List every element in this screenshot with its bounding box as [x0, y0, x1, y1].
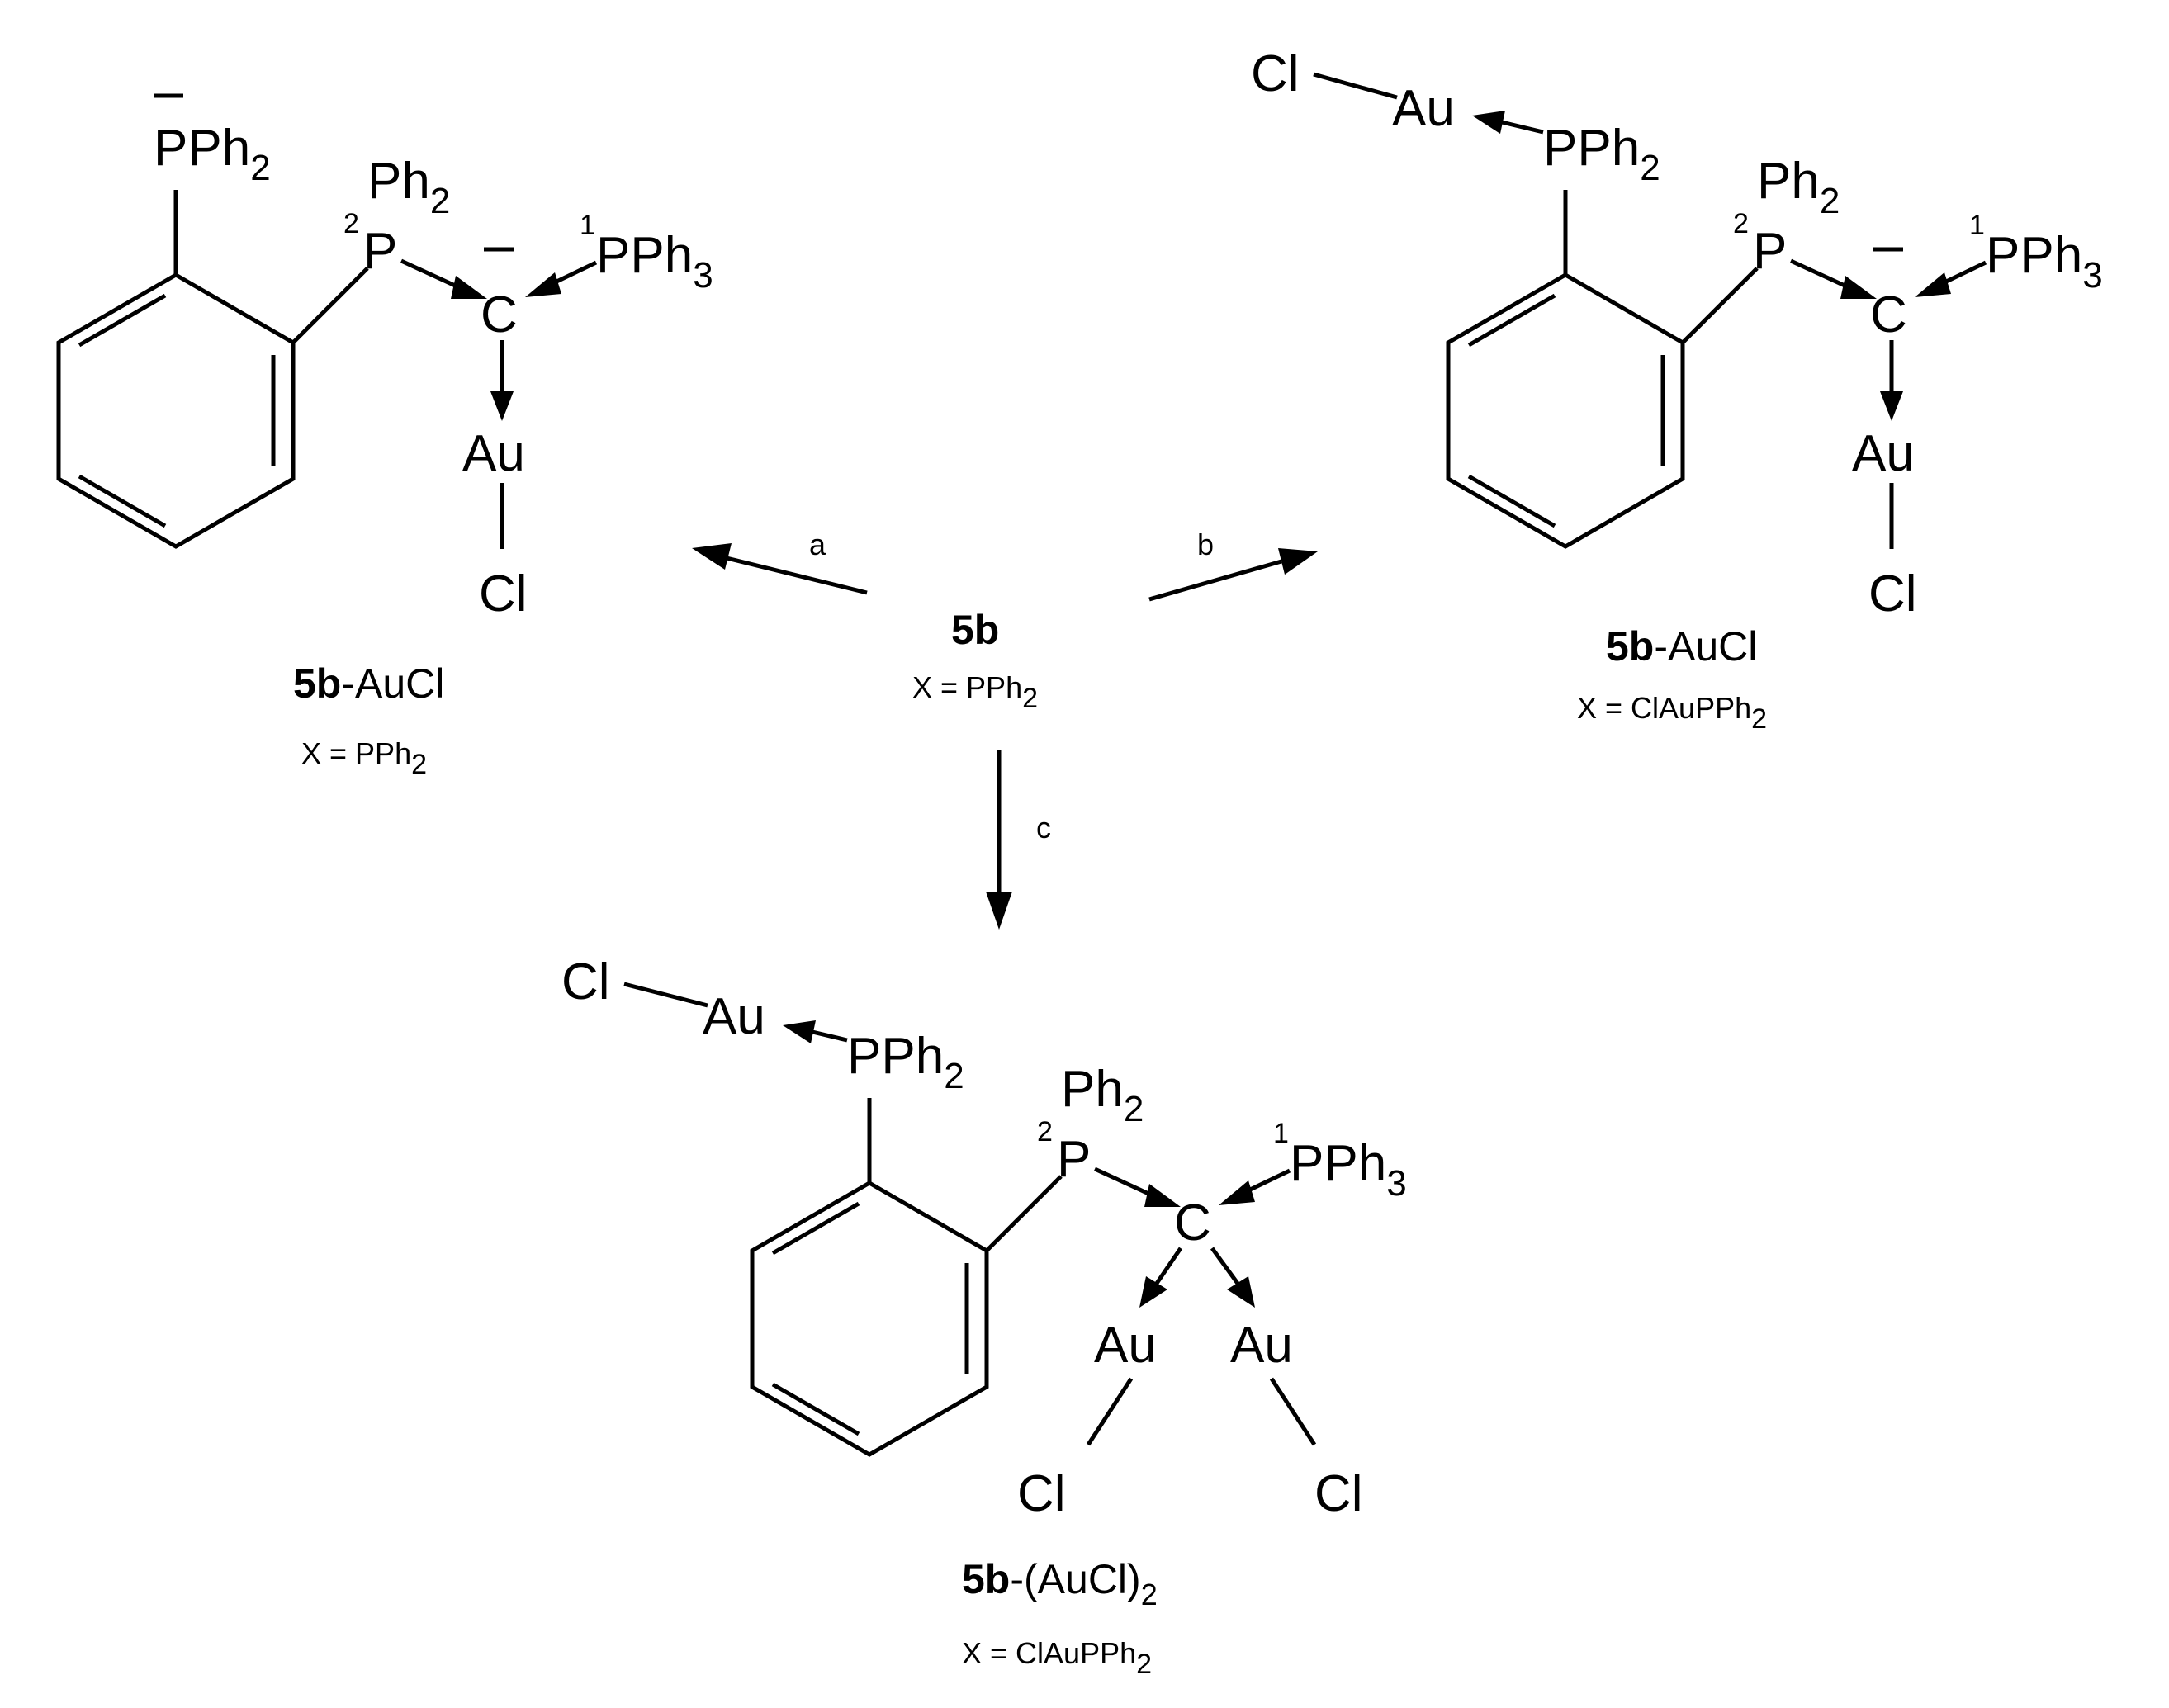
p1-locant: 1	[1273, 1118, 1289, 1149]
reaction-arrow-b: b	[1148, 528, 1318, 602]
product-b-caption: 5b-AuCl X = ClAuPPh2	[1577, 623, 1767, 735]
benzene-ring	[59, 190, 367, 546]
cl-au-bond	[1313, 72, 1398, 100]
chlorine-atom: Cl	[561, 953, 610, 1010]
compound-suffix: -AuCl	[1654, 623, 1757, 669]
p1-locant: 1	[580, 210, 595, 241]
product-c-caption: 5b-(AuCl)2 X = ClAuPPh2	[962, 1556, 1158, 1680]
dative-bond	[1789, 258, 1854, 291]
p2-locant: 2	[1733, 208, 1749, 239]
dative-bond	[1093, 1166, 1158, 1199]
pph3-label: PPh3	[1986, 227, 2103, 296]
arrowhead	[1840, 276, 1877, 299]
compound-id: 5b	[293, 660, 341, 707]
gold-atom: Au	[1392, 80, 1455, 137]
phosphine-label: PPh2	[1543, 120, 1660, 188]
reactant-id: 5b	[951, 607, 999, 653]
compound-id: 5b	[962, 1556, 1010, 1602]
arrowhead	[1880, 391, 1903, 421]
gold-atom: Au	[1230, 1317, 1293, 1374]
pph3-label: PPh3	[596, 227, 713, 296]
gold-atom: Au	[703, 988, 765, 1045]
chlorine-atom: Cl	[1868, 565, 1917, 622]
reactant-x-definition: X = PPh2	[912, 670, 1038, 714]
arrowhead	[451, 276, 487, 299]
arrowhead	[1227, 1276, 1255, 1308]
arrowhead	[1915, 272, 1951, 297]
x-definition: X = PPh2	[301, 736, 427, 780]
dative-bond	[1939, 260, 1987, 286]
product-b-structure: Cl Au PPh2 Ph2 2 P C 1 PPh3 Au Cl	[1251, 45, 2103, 622]
p2-atom: P	[1057, 1131, 1091, 1188]
product-a-caption: 5b-AuCl X = PPh2	[293, 660, 444, 780]
pph3-label: PPh3	[1290, 1135, 1407, 1204]
x-definition: X = ClAuPPh2	[962, 1636, 1152, 1680]
dative-bond	[550, 260, 598, 286]
arrowhead	[490, 391, 514, 421]
carbon-atom: C	[481, 286, 518, 343]
dative-bond	[1501, 120, 1544, 135]
p2-locant: 2	[343, 208, 359, 239]
chlorine-atom: Cl	[1251, 45, 1300, 102]
benzene-ring	[1448, 190, 1757, 546]
gold-atom: Au	[1852, 425, 1915, 482]
product-c-structure: Cl Au PPh2 Ph2 2 P C 1 PPh3 Au Cl Au Cl	[561, 953, 1407, 1522]
svg-text:5b-AuCl: 5b-AuCl	[1606, 623, 1757, 669]
dative-bond	[1210, 1247, 1241, 1286]
arrowhead	[783, 1020, 816, 1043]
chlorine-atom: Cl	[479, 565, 528, 622]
condition-a: a	[809, 528, 826, 561]
dative-bond	[812, 1029, 848, 1043]
carbon-atom: C	[1870, 286, 1907, 343]
ph2-label: Ph2	[1757, 153, 1840, 221]
arrowhead	[525, 272, 561, 297]
cl-au-bond	[623, 982, 708, 1008]
condition-c: c	[1036, 811, 1051, 845]
reaction-arrow-a: a	[692, 528, 868, 595]
product-a-structure: PPh2 Ph2 2 P C 1 PPh3 Au Cl	[59, 93, 713, 622]
benzene-ring	[752, 1098, 1061, 1455]
p1-locant: 1	[1969, 210, 1985, 241]
arrowhead	[1219, 1180, 1255, 1205]
gold-atom: Au	[1094, 1317, 1157, 1374]
svg-text:5b-AuCl: 5b-AuCl	[293, 660, 444, 707]
dative-bond	[400, 258, 464, 291]
au-cl-bond	[1269, 1377, 1317, 1446]
chlorine-atom: Cl	[1314, 1465, 1363, 1522]
carbon-atom: C	[1174, 1195, 1211, 1251]
p2-atom: P	[363, 223, 397, 280]
arrowhead	[1472, 111, 1505, 134]
ph2-label: Ph2	[1061, 1061, 1144, 1129]
compound-suffix: -(AuCl)	[1010, 1556, 1140, 1602]
ph2-label: Ph2	[367, 153, 450, 221]
reactant-caption: 5b X = PPh2	[912, 607, 1038, 714]
compound-suffix: -AuCl	[341, 660, 444, 707]
au-cl-bond	[1086, 1377, 1134, 1446]
p2-locant: 2	[1037, 1116, 1053, 1147]
reaction-arrow-c: c	[986, 750, 1051, 930]
x-definition: X = ClAuPPh2	[1577, 691, 1767, 735]
compound-id: 5b	[1606, 623, 1654, 669]
dative-bond	[1153, 1247, 1183, 1286]
dative-bond	[1243, 1168, 1291, 1195]
arrowhead	[1144, 1184, 1181, 1207]
gold-atom: Au	[462, 425, 525, 482]
svg-text:5b-(AuCl)2: 5b-(AuCl)2	[962, 1556, 1158, 1611]
condition-b: b	[1197, 528, 1214, 561]
phosphine-label: PPh2	[847, 1028, 964, 1096]
phosphine-label: PPh2	[154, 120, 271, 188]
chlorine-atom: Cl	[1017, 1465, 1066, 1522]
p2-atom: P	[1753, 223, 1787, 280]
arrowhead	[1139, 1276, 1167, 1308]
